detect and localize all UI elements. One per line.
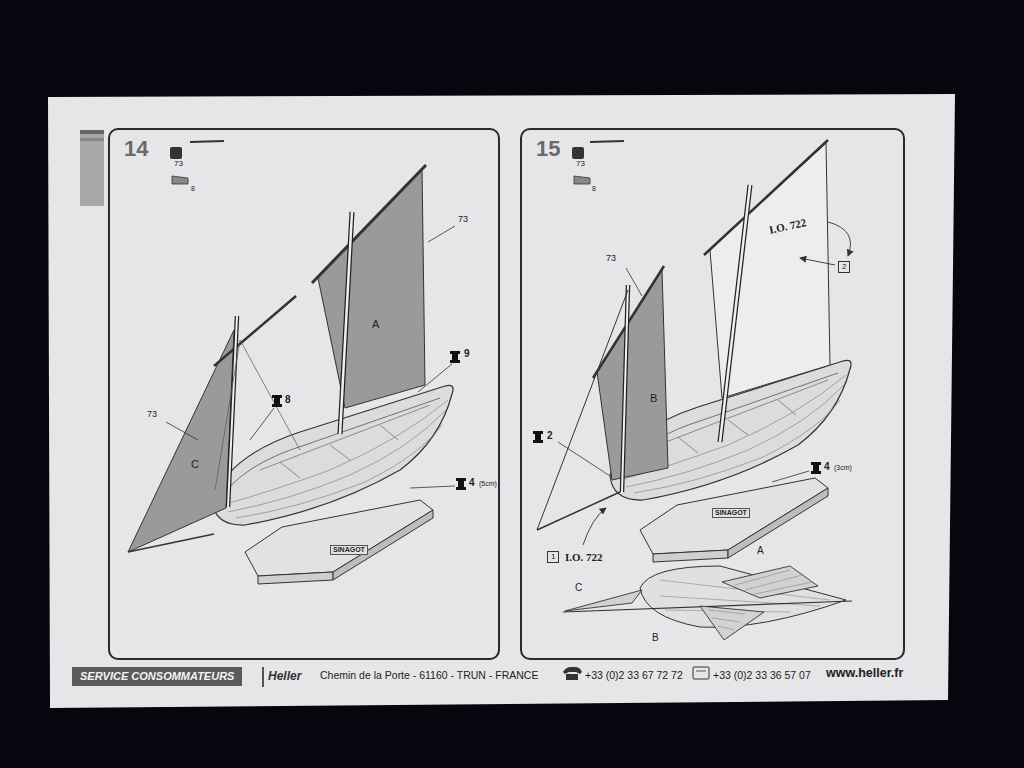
paint-number: 73 — [174, 160, 183, 169]
paint-number: 73 — [576, 160, 585, 169]
step-number: 15 — [536, 136, 560, 162]
glue-number: 8 — [592, 185, 596, 193]
name-plate: SINAGOT — [712, 508, 750, 518]
step-number: 14 — [124, 136, 148, 162]
part-letter: C — [191, 458, 199, 470]
decal-box: 1 — [547, 551, 559, 563]
callout-number: 2 — [547, 430, 553, 441]
callout-number: 4 — [824, 461, 830, 472]
decal-number: 1 — [551, 552, 555, 561]
glue-number: 8 — [191, 185, 195, 193]
paint-number: 73 — [606, 254, 616, 264]
step-panel: 14 — [108, 128, 500, 660]
fax-number: +33 (0)2 33 36 57 07 — [713, 670, 811, 682]
paint-number: 73 — [147, 410, 157, 420]
part-letter: B — [652, 632, 659, 643]
part-letter: A — [372, 318, 379, 330]
brand-logo: Heller — [268, 670, 301, 683]
decal-text: I.O. 722 — [565, 551, 603, 563]
decal-number: 2 — [842, 262, 846, 271]
address: Chemin de la Porte - 61160 - TRUN - FRAN… — [320, 670, 538, 682]
length-note: (3cm) — [834, 464, 852, 472]
callout-number: 8 — [285, 394, 291, 405]
length-note: (5cm) — [479, 480, 497, 488]
phone-number: +33 (0)2 33 67 72 72 — [585, 670, 683, 682]
part-letter: B — [650, 392, 657, 404]
part-letter: C — [575, 582, 582, 593]
step-panel: 1521 — [520, 128, 905, 660]
website: www.heller.fr — [826, 667, 903, 681]
callout-number: 9 — [464, 348, 470, 359]
part-letter: A — [757, 545, 764, 556]
name-plate: SINAGOT — [330, 545, 368, 555]
service-band: SERVICE CONSOMMATEURS — [72, 667, 242, 686]
paint-number: 73 — [458, 215, 468, 225]
callout-number: 4 — [469, 477, 475, 488]
decal-box: 2 — [838, 261, 850, 273]
service-title: SERVICE CONSOMMATEURS — [80, 670, 234, 682]
